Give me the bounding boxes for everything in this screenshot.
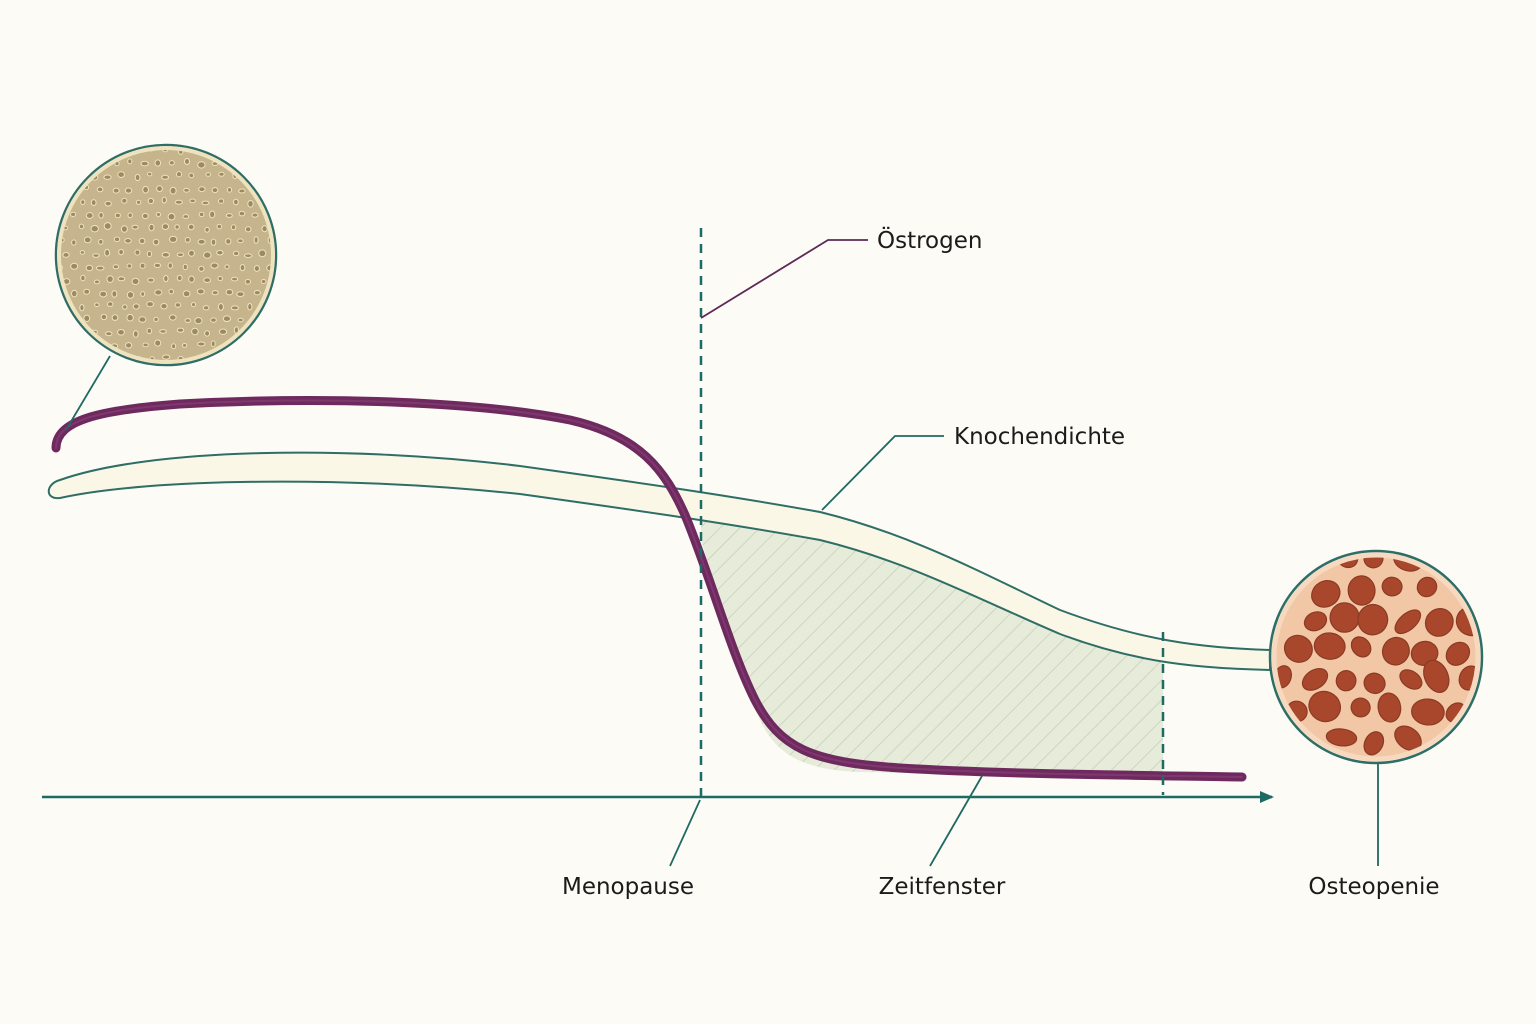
estrogen-label: Östrogen bbox=[877, 226, 982, 254]
bone-density-label: Knochendichte bbox=[954, 424, 1125, 450]
time-window-leader-line bbox=[929, 775, 983, 867]
bone-density-leader-line bbox=[821, 435, 944, 511]
estrogen-leader-line bbox=[700, 239, 868, 319]
osteopenic-bone-cross-section-icon bbox=[1268, 549, 1484, 765]
menopause-leader-line bbox=[669, 799, 701, 867]
osteopenia-label: Osteopenie bbox=[1308, 874, 1439, 900]
bone-density-band bbox=[47, 451, 1271, 672]
time-window-label: Zeitfenster bbox=[879, 874, 1006, 900]
menopause-label: Menopause bbox=[562, 874, 694, 900]
time-window-region bbox=[701, 510, 1163, 778]
healthy-bone-leader-line bbox=[65, 355, 111, 431]
healthy-bone-cross-section-icon bbox=[54, 143, 278, 367]
